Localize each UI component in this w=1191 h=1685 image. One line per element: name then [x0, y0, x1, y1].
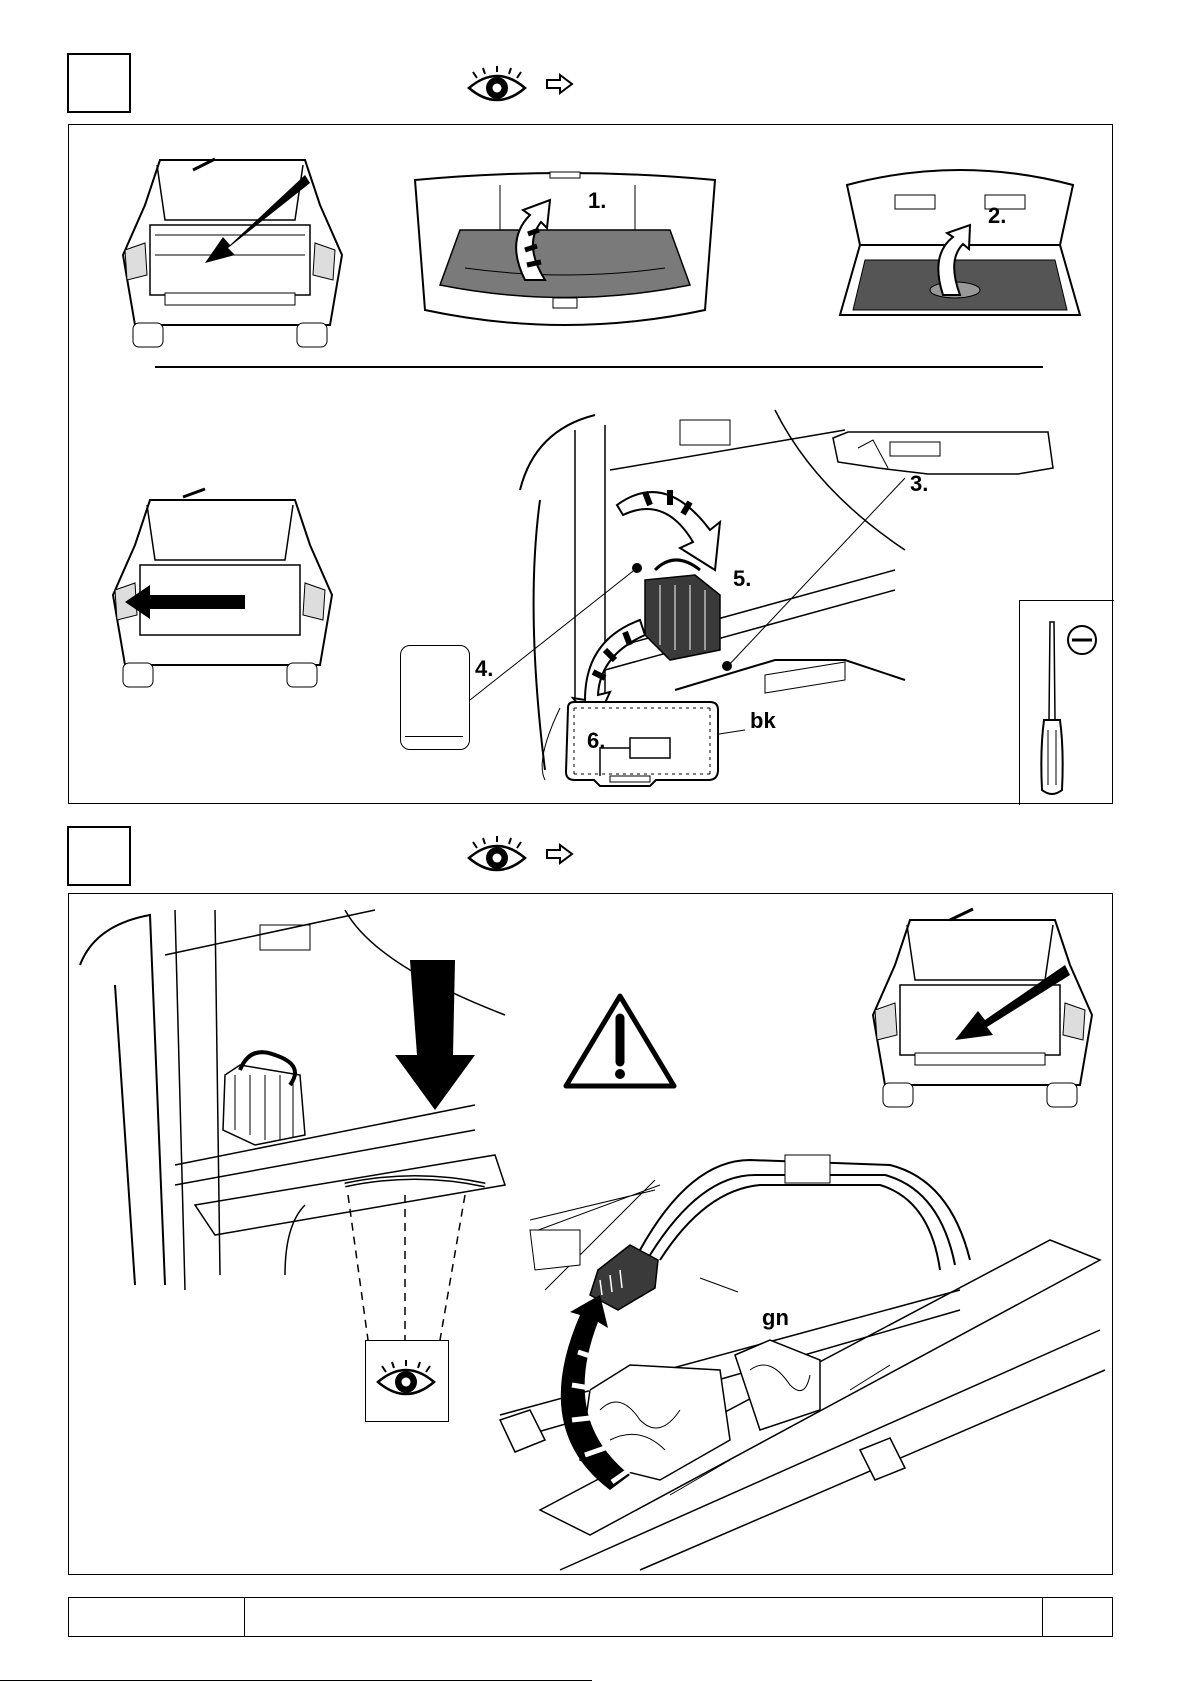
flat-screwdriver-icon [1030, 620, 1108, 798]
car-rear-open-tailgate-illustration [855, 905, 1105, 1110]
footer-cell-divider-2 [1042, 1598, 1043, 1636]
eye-icon [374, 1362, 438, 1402]
footer-table [68, 1597, 1113, 1637]
step-label-4: 4. [475, 658, 493, 680]
zoom-indicator-lines [340, 1190, 470, 1350]
eye-icon [465, 838, 529, 878]
bottom-rule [0, 1680, 592, 1681]
color-code-gn-label: gn [762, 1307, 789, 1329]
step-number-box-2 [67, 826, 131, 886]
cover-plate-4-base [405, 736, 463, 747]
cover-plate-4 [400, 645, 470, 750]
footer-cell-divider-1 [244, 1598, 245, 1636]
color-code-bk-label: bk [750, 710, 776, 732]
warning-triangle-icon [560, 990, 680, 1090]
control-module-bk-illustration [560, 698, 725, 788]
hollow-arrow-right-icon [545, 843, 575, 865]
bumper-harness-connector-illustration [490, 1130, 1110, 1575]
step-label-6: 6. [587, 730, 605, 752]
